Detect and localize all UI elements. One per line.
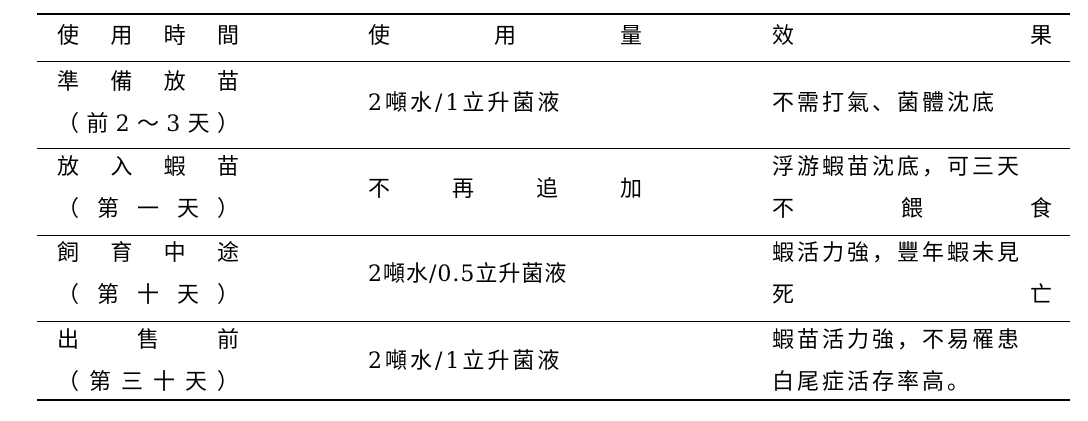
cell-char: 使 <box>57 24 80 49</box>
time-line-1: 飼育中途 <box>57 239 239 269</box>
cell-char: 天 <box>187 112 210 137</box>
cell-char: 量 <box>619 24 642 49</box>
cell-char: 使 <box>368 24 391 49</box>
cell-char: ～ <box>136 112 159 137</box>
cell-char: 時 <box>163 24 186 49</box>
cell-char: 3 <box>166 112 181 137</box>
cell-char: 途 <box>216 241 239 266</box>
time-line-1: 準備放苗 <box>57 68 239 98</box>
cell-char: 再 <box>451 177 474 202</box>
effect-line-2: 白尾症活存率高。 <box>772 370 973 395</box>
cell-char: 出 <box>57 328 80 353</box>
cell-char: 追 <box>535 177 558 202</box>
cell-char: 入 <box>110 155 133 180</box>
cell-char: 備 <box>110 70 133 95</box>
cell-char: 準 <box>57 70 80 95</box>
cell-char: （ <box>57 283 80 308</box>
header-rule <box>37 61 1070 62</box>
table-row: 出 售 前 （ 第三十天 ） 2噸水/1立升菌液 蝦苗活力強，不易罹患 白尾症活存率高。 <box>37 326 1070 406</box>
cell-char: 苗 <box>216 155 239 180</box>
header-row: 使用時間 使用量 效果 <box>37 22 1070 62</box>
cell-char: 十 <box>136 283 159 308</box>
amount-cell: 2噸水/1立升菌液 <box>368 91 563 116</box>
time-line-1: 放入蝦苗 <box>57 153 239 183</box>
cell-char: （ <box>57 112 80 137</box>
cell-char: 一 <box>136 197 159 222</box>
time-line-2: （ 第一天 ） <box>57 195 239 225</box>
time-line-1: 出售前 <box>57 326 239 356</box>
cell-char: 前 <box>216 328 239 353</box>
amount-cell: 2噸水/1立升菌液 <box>368 349 563 374</box>
cell-char: 不 <box>772 197 795 222</box>
cell-char: ） <box>216 197 239 222</box>
cell-char: 果 <box>1029 24 1052 49</box>
cell-char: （ <box>57 197 80 222</box>
cell-char: 加 <box>619 177 642 202</box>
cell-char: 食 <box>1029 197 1052 222</box>
cell-char: 天 <box>184 370 207 395</box>
row-rule <box>37 148 1070 149</box>
header-effect: 效果 <box>772 22 1052 52</box>
cell-char: 中 <box>163 241 186 266</box>
cell-char: 間 <box>216 24 239 49</box>
cell-char: 蝦 <box>163 155 186 180</box>
effect-line-1: 不需打氣、菌體沈底 <box>772 91 998 116</box>
cell-char: ） <box>216 370 239 395</box>
cell-char: 前 <box>86 112 109 137</box>
header-time: 使用時間 <box>57 22 239 52</box>
row-rule <box>37 321 1070 322</box>
effect-line-2: 死亡 <box>772 281 1052 311</box>
cell-char: ） <box>216 112 239 137</box>
cell-char: 育 <box>110 241 133 266</box>
effect-line-1: 蝦苗活力強，不易罹患 <box>772 328 1023 353</box>
cell-char: 第 <box>96 197 119 222</box>
time-line-2: （ 第十天 ） <box>57 281 239 311</box>
cell-char: 十 <box>152 370 175 395</box>
cell-char: （ <box>57 370 80 395</box>
cell-char: 第 <box>88 370 111 395</box>
table-row: 放入蝦苗 （第一天） 不再追加 浮游蝦苗沈底，可三天 不餵食 <box>37 153 1070 233</box>
cell-char: 三 <box>120 370 143 395</box>
cell-char: 不 <box>368 177 391 202</box>
cell-char: 飼 <box>57 241 80 266</box>
cell-char: ） <box>216 283 239 308</box>
time-line-2: （ 第三十天 ） <box>57 368 239 398</box>
header-amount: 使用量 <box>368 22 642 52</box>
cell-char: 天 <box>176 197 199 222</box>
cell-char: 苗 <box>216 70 239 95</box>
cell-char: 用 <box>493 24 516 49</box>
amount-cell: 2噸水/0.5立升菌液 <box>368 262 568 287</box>
cell-char: 用 <box>110 24 133 49</box>
cell-char: 放 <box>57 155 80 180</box>
cell-char: 放 <box>163 70 186 95</box>
table-row: 飼育中途 （第十天） 2噸水/0.5立升菌液 蝦活力強，豐年蝦未見 死亡 <box>37 239 1070 319</box>
row-rule <box>37 235 1070 236</box>
cell-char: 2 <box>115 112 130 137</box>
effect-line-1: 浮游蝦苗沈底，可三天 <box>772 155 1023 180</box>
cell-char: 死 <box>772 283 795 308</box>
cell-char: 效 <box>772 24 795 49</box>
table-top-rule <box>37 13 1070 15</box>
cell-char: 售 <box>136 328 159 353</box>
effect-line-1: 蝦活力強，豐年蝦未見 <box>772 241 1023 266</box>
amount-cell: 不再追加 <box>368 175 642 205</box>
cell-char: 第 <box>96 283 119 308</box>
table-bottom-rule <box>37 399 1070 401</box>
cell-char: 亡 <box>1029 283 1052 308</box>
cell-char: 餵 <box>900 197 923 222</box>
effect-line-2: 不餵食 <box>772 195 1052 225</box>
cell-char: 天 <box>176 283 199 308</box>
